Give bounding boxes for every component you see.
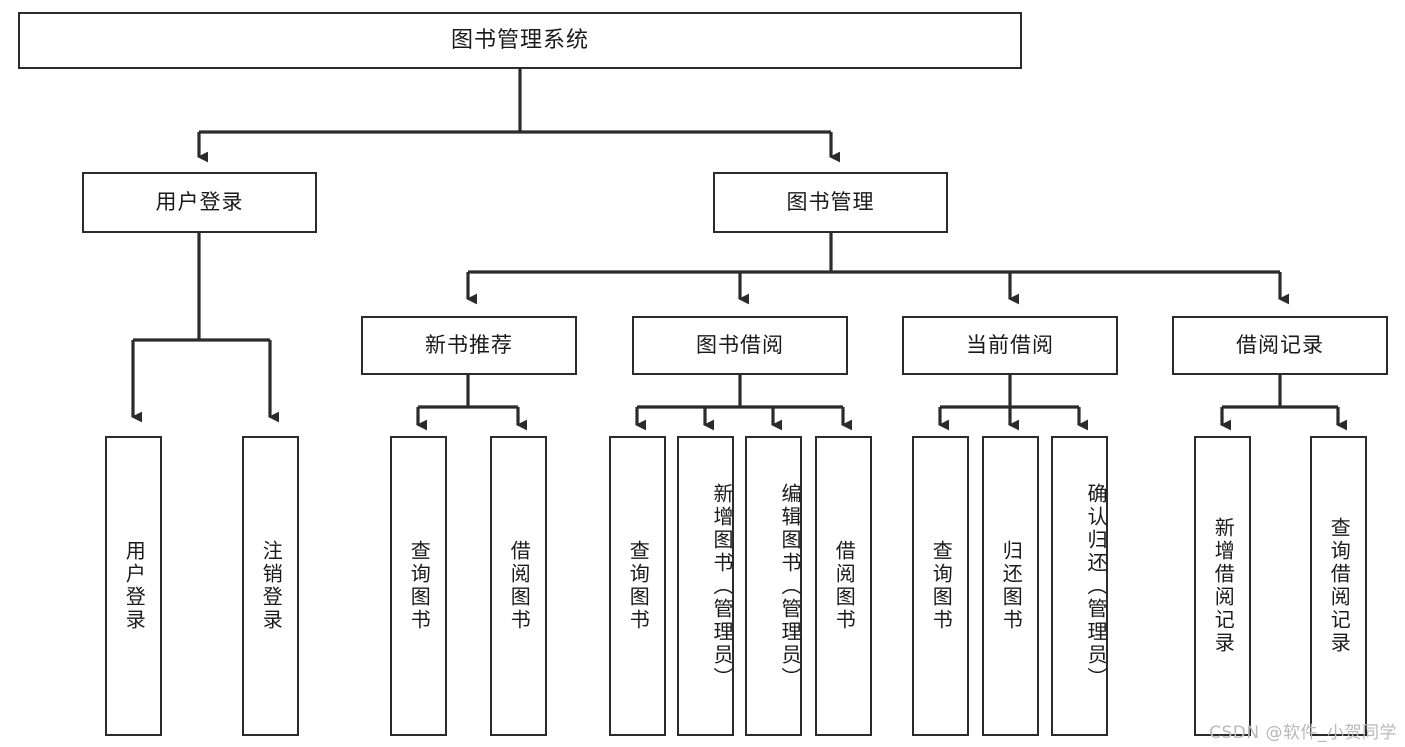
node-borrow-record[interactable]: 借阅记录	[1172, 316, 1388, 375]
node-label: 借阅记录	[1236, 333, 1324, 358]
node-label: 图书管理系统	[450, 27, 589, 53]
leaf-add-record[interactable]: 新增借阅记录	[1194, 436, 1251, 736]
leaf-return-book[interactable]: 归还图书	[982, 436, 1039, 736]
leaf-borrow-book-2[interactable]: 借阅图书	[815, 436, 872, 736]
node-current-borrow[interactable]: 当前借阅	[902, 316, 1118, 375]
node-label: 确认归还（管理员）	[1084, 482, 1108, 690]
leaf-user-login[interactable]: 用户登录	[105, 436, 162, 736]
node-book-borrow[interactable]: 图书借阅	[632, 316, 848, 375]
node-label: 借阅图书	[507, 540, 532, 632]
node-label: 用户登录	[155, 190, 244, 215]
node-label: 新书推荐	[425, 333, 513, 358]
leaf-user-logout[interactable]: 注销登录	[242, 436, 299, 736]
node-label: 新增借阅记录	[1211, 517, 1236, 655]
leaf-borrow-book-1[interactable]: 借阅图书	[490, 436, 547, 736]
node-label: 查询图书	[929, 540, 954, 632]
node-label: 查询图书	[407, 540, 432, 632]
node-label: 查询图书	[626, 540, 651, 632]
node-new-book-recommend[interactable]: 新书推荐	[361, 316, 577, 375]
node-label: 借阅图书	[832, 540, 857, 632]
leaf-query-book-3[interactable]: 查询图书	[912, 436, 969, 736]
node-label: 用户登录	[122, 540, 147, 632]
leaf-query-book-1[interactable]: 查询图书	[390, 436, 447, 736]
leaf-add-book[interactable]: 新增图书（管理员）	[677, 436, 734, 736]
node-label: 新增图书（管理员）	[710, 482, 734, 690]
leaf-query-book-2[interactable]: 查询图书	[609, 436, 666, 736]
node-label: 当前借阅	[966, 333, 1054, 358]
node-user-login[interactable]: 用户登录	[82, 172, 317, 233]
watermark-text: CSDN @软件_小贺同学	[1209, 723, 1397, 743]
node-book-manage[interactable]: 图书管理	[713, 172, 948, 233]
node-label: 图书管理	[786, 190, 875, 215]
node-label: 查询借阅记录	[1327, 517, 1352, 655]
node-label: 归还图书	[999, 540, 1024, 632]
node-label: 编辑图书（管理员）	[778, 482, 802, 690]
node-root-system[interactable]: 图书管理系统	[18, 12, 1022, 69]
leaf-query-record[interactable]: 查询借阅记录	[1310, 436, 1367, 736]
leaf-edit-book[interactable]: 编辑图书（管理员）	[745, 436, 802, 736]
leaf-confirm-return[interactable]: 确认归还（管理员）	[1051, 436, 1108, 736]
node-label: 图书借阅	[696, 333, 784, 358]
node-label: 注销登录	[259, 540, 284, 632]
